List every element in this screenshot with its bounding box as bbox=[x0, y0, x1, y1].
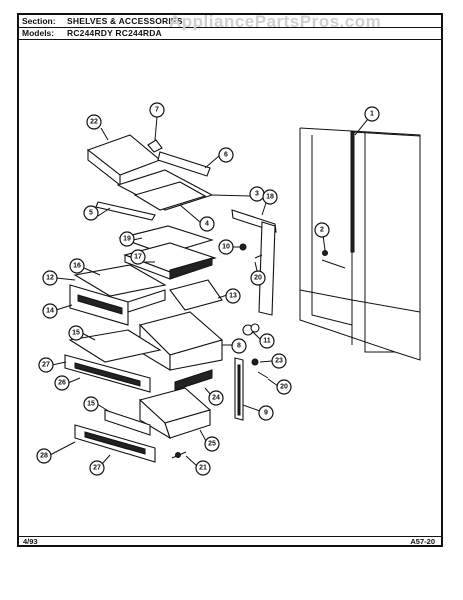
knob-11b bbox=[250, 323, 260, 333]
leader-lines bbox=[49, 116, 369, 467]
callout-21: 21 bbox=[195, 460, 211, 476]
callout-5: 5 bbox=[83, 205, 99, 221]
callout-6: 6 bbox=[218, 147, 234, 163]
footer-code: A57-20 bbox=[410, 537, 435, 546]
callouts: 22 7 6 1 3 5 4 18 2 19 10 17 20 12 16 13… bbox=[36, 102, 380, 476]
svg-text:1: 1 bbox=[370, 111, 374, 118]
svg-text:16: 16 bbox=[73, 263, 81, 270]
svg-text:4: 4 bbox=[205, 221, 209, 228]
svg-text:20: 20 bbox=[254, 275, 262, 282]
callout-15b: 15 bbox=[83, 396, 99, 412]
section-label: Section: bbox=[22, 16, 56, 26]
svg-text:14: 14 bbox=[46, 308, 54, 315]
callout-25: 25 bbox=[204, 436, 220, 452]
refrigerator-cabinet bbox=[299, 127, 421, 361]
svg-text:20: 20 bbox=[280, 384, 288, 391]
svg-text:10: 10 bbox=[222, 244, 230, 251]
svg-text:8: 8 bbox=[237, 343, 241, 350]
drawer-upper bbox=[69, 264, 223, 326]
models-value: RC244RDY RC244RDA bbox=[67, 28, 162, 38]
drawer-middle bbox=[64, 311, 224, 393]
svg-text:7: 7 bbox=[155, 107, 159, 114]
callout-16: 16 bbox=[69, 258, 85, 274]
callout-15a: 15 bbox=[68, 325, 84, 341]
washer-23 bbox=[251, 358, 259, 366]
section-value: SHELVES & ACCESSORIES bbox=[67, 16, 183, 26]
svg-text:19: 19 bbox=[123, 236, 131, 243]
svg-text:12: 12 bbox=[46, 275, 54, 282]
callout-22: 22 bbox=[86, 114, 102, 130]
svg-text:23: 23 bbox=[275, 358, 283, 365]
callout-13: 13 bbox=[225, 288, 241, 304]
models-row: Models: RC244RDY RC244RDA bbox=[19, 27, 441, 40]
svg-text:15: 15 bbox=[72, 330, 80, 337]
svg-text:17: 17 bbox=[134, 254, 142, 261]
side-support-9 bbox=[234, 357, 244, 421]
callout-26: 26 bbox=[54, 375, 70, 391]
svg-text:15: 15 bbox=[87, 401, 95, 408]
callout-27b: 27 bbox=[89, 460, 105, 476]
svg-text:18: 18 bbox=[266, 194, 274, 201]
callout-24: 24 bbox=[208, 390, 224, 406]
footer-rule bbox=[19, 536, 441, 537]
callout-20b: 20 bbox=[276, 379, 292, 395]
callout-9: 9 bbox=[258, 405, 274, 421]
callout-8: 8 bbox=[231, 338, 247, 354]
svg-text:6: 6 bbox=[224, 152, 228, 159]
svg-text:5: 5 bbox=[89, 210, 93, 217]
callout-19: 19 bbox=[119, 231, 135, 247]
callout-18: 18 bbox=[262, 189, 278, 205]
svg-text:28: 28 bbox=[40, 453, 48, 460]
callout-11: 11 bbox=[259, 333, 275, 349]
hardware bbox=[171, 243, 328, 459]
callout-23: 23 bbox=[271, 353, 287, 369]
svg-text:3: 3 bbox=[255, 191, 259, 198]
callout-14: 14 bbox=[42, 303, 58, 319]
shelf-ladder-rail bbox=[350, 131, 355, 253]
svg-text:26: 26 bbox=[58, 380, 66, 387]
svg-text:9: 9 bbox=[264, 410, 268, 417]
callout-28: 28 bbox=[36, 448, 52, 464]
callout-17: 17 bbox=[130, 249, 146, 265]
callout-7: 7 bbox=[149, 102, 165, 118]
svg-text:22: 22 bbox=[90, 119, 98, 126]
top-shelf-assembly bbox=[86, 134, 214, 221]
watermark: AppliancePartsPros.com bbox=[169, 12, 382, 31]
drawer-lower bbox=[74, 387, 212, 463]
callout-1: 1 bbox=[364, 106, 380, 122]
svg-text:25: 25 bbox=[208, 441, 216, 448]
svg-text:21: 21 bbox=[199, 465, 207, 472]
footer-date: 4/93 bbox=[23, 537, 38, 546]
svg-text:27: 27 bbox=[42, 362, 50, 369]
callout-2: 2 bbox=[314, 222, 330, 238]
callout-10: 10 bbox=[218, 239, 234, 255]
callout-27a: 27 bbox=[38, 357, 54, 373]
svg-text:24: 24 bbox=[212, 395, 220, 402]
svg-text:13: 13 bbox=[229, 293, 237, 300]
models-label: Models: bbox=[22, 28, 55, 38]
screw-21 bbox=[175, 452, 181, 458]
svg-text:2: 2 bbox=[320, 227, 324, 234]
svg-text:27: 27 bbox=[93, 465, 101, 472]
callout-20a: 20 bbox=[250, 270, 266, 286]
svg-text:11: 11 bbox=[263, 338, 271, 345]
section-row: Section: SHELVES & ACCESSORIES bbox=[19, 15, 441, 28]
callout-4: 4 bbox=[199, 216, 215, 232]
washer-10 bbox=[239, 243, 247, 251]
callout-12: 12 bbox=[42, 270, 58, 286]
screw-2 bbox=[322, 250, 328, 256]
callout-3: 3 bbox=[249, 186, 265, 202]
